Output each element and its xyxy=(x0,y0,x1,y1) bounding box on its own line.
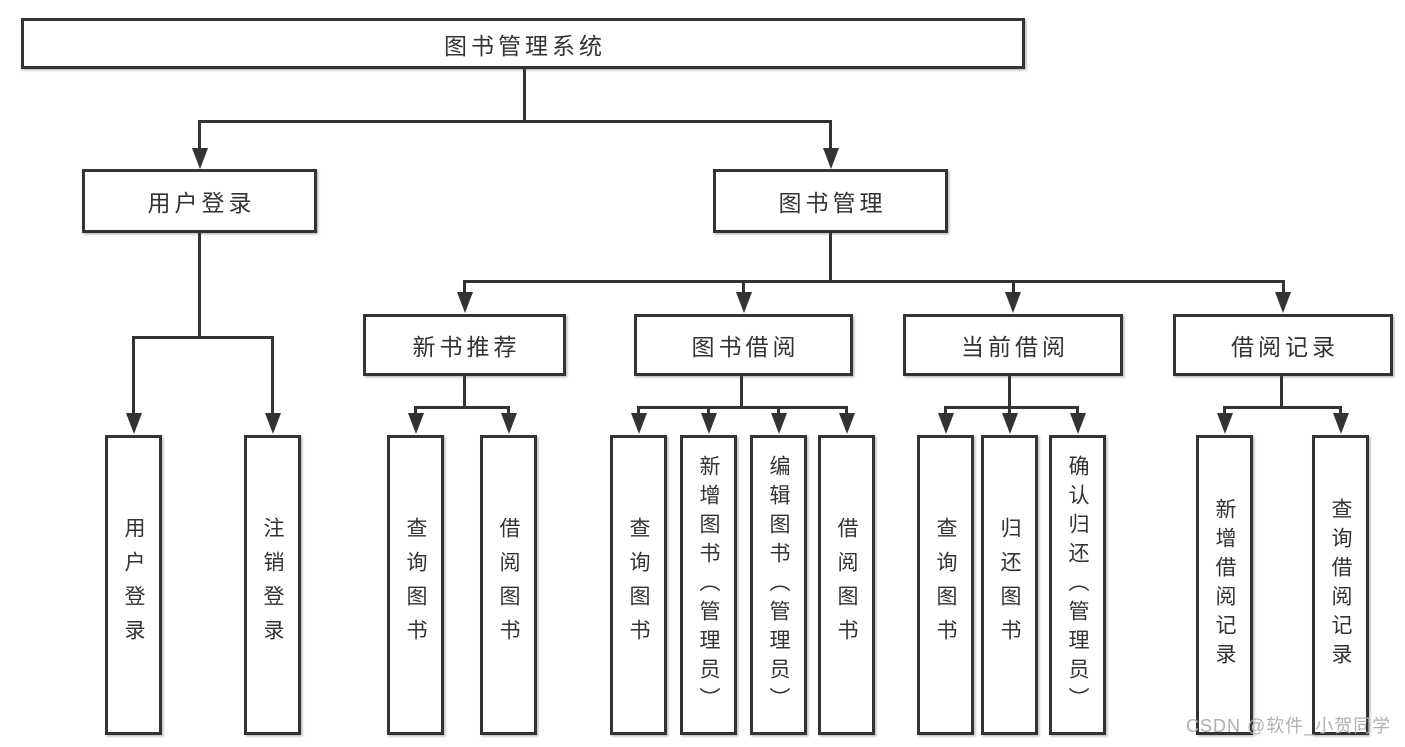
leaf-rec-query-label: 查询图书 xyxy=(404,517,427,653)
arrow-down-icon xyxy=(1332,413,1349,434)
leaf-borrow-edit: 编辑图书（管理员） xyxy=(750,435,807,735)
connector-drop-borrow-borrow xyxy=(845,406,848,414)
leaf-current-query-label: 查询图书 xyxy=(934,517,957,653)
leaf-borrow-add: 新增图书（管理员） xyxy=(680,435,737,735)
leaf-current-return-label: 归还图书 xyxy=(998,517,1021,653)
csdn-watermark: CSDN @软件_小贺同学 xyxy=(1186,716,1392,736)
node-root-label: 图书管理系统 xyxy=(444,32,606,59)
leaf-borrow-borrow-label: 借阅图书 xyxy=(835,517,858,653)
node-user-login: 用户登录 xyxy=(82,169,317,233)
connector-drop-borrow-query xyxy=(637,406,640,414)
arrow-down-icon xyxy=(838,413,855,434)
connector-userlogin-bar xyxy=(132,336,274,339)
connector-drop-bookborrow xyxy=(742,280,745,293)
arrow-down-icon xyxy=(630,413,647,434)
connector-drop-records-add xyxy=(1223,406,1226,414)
arrow-down-icon xyxy=(735,292,752,313)
leaf-logout-label: 注销登录 xyxy=(261,517,284,653)
connector-drop-records-query xyxy=(1339,406,1342,414)
connector-newbookrec-feed xyxy=(463,376,466,407)
node-new-book-rec-label: 新书推荐 xyxy=(412,334,521,360)
arrow-down-icon xyxy=(1001,413,1018,434)
connector-drop-borrow-add xyxy=(707,406,710,414)
connector-root-bar xyxy=(198,120,831,123)
connector-borrowrecords-feed xyxy=(1279,376,1283,407)
leaf-rec-borrow: 借阅图书 xyxy=(480,435,537,735)
node-root: 图书管理系统 xyxy=(21,18,1025,69)
connector-bookborrow-bar xyxy=(637,406,848,409)
connector-newbookrec-bar xyxy=(414,406,510,409)
arrow-down-icon xyxy=(700,413,717,434)
arrow-down-icon xyxy=(456,292,473,313)
leaf-rec-borrow-label: 借阅图书 xyxy=(497,517,520,653)
node-book-mgmt-label: 图书管理 xyxy=(778,190,887,216)
arrow-down-icon xyxy=(937,413,954,434)
arrow-down-icon xyxy=(125,413,142,434)
arrow-down-icon xyxy=(1005,292,1021,313)
connector-currentborrow-bar xyxy=(944,406,1079,409)
leaf-current-query: 查询图书 xyxy=(917,435,974,735)
connector-drop-borrow-edit xyxy=(777,406,780,414)
leaf-current-return: 归还图书 xyxy=(981,435,1038,735)
connector-drop-user-login xyxy=(198,120,201,150)
connector-drop-logout xyxy=(271,336,274,413)
leaf-login-label: 用户登录 xyxy=(122,517,145,653)
arrow-down-icon xyxy=(770,413,787,434)
arrow-down-icon xyxy=(1216,413,1233,434)
node-current-borrow: 当前借阅 xyxy=(903,314,1123,376)
connector-userlogin-feed xyxy=(198,233,201,336)
connector-currentborrow-feed xyxy=(1008,376,1011,407)
connector-drop-current-return xyxy=(1008,406,1011,414)
node-new-book-rec: 新书推荐 xyxy=(363,314,566,376)
arrow-down-icon xyxy=(264,413,281,434)
leaf-current-confirm-label: 确认归还（管理员） xyxy=(1066,454,1089,716)
arrow-down-icon xyxy=(822,148,839,169)
node-user-login-label: 用户登录 xyxy=(147,190,256,216)
leaf-records-add: 新增借阅记录 xyxy=(1196,435,1253,735)
connector-drop-login xyxy=(132,336,135,413)
arrow-down-icon xyxy=(500,413,517,434)
connector-drop-borrowrecords xyxy=(1281,280,1285,293)
connector-drop-current-confirm xyxy=(1076,406,1079,414)
connector-drop-current-query xyxy=(944,406,947,414)
leaf-login: 用户登录 xyxy=(105,435,162,735)
connector-drop-rec-borrow xyxy=(507,406,510,414)
connector-bookmgmt-bar xyxy=(463,280,1283,283)
leaf-borrow-add-label: 新增图书（管理员） xyxy=(697,454,720,716)
node-borrow-records: 借阅记录 xyxy=(1173,314,1393,376)
arrow-down-icon xyxy=(1275,292,1291,313)
connector-bookmgmt-feed xyxy=(829,233,832,281)
leaf-borrow-edit-label: 编辑图书（管理员） xyxy=(767,454,790,716)
leaf-borrow-borrow: 借阅图书 xyxy=(818,435,875,735)
arrow-down-icon xyxy=(407,413,424,434)
leaf-records-add-label: 新增借阅记录 xyxy=(1213,498,1236,672)
node-book-borrow: 图书借阅 xyxy=(634,314,853,376)
node-book-mgmt: 图书管理 xyxy=(713,169,948,233)
node-current-borrow-label: 当前借阅 xyxy=(961,334,1069,360)
connector-drop-rec-query xyxy=(414,406,417,414)
arrow-down-icon xyxy=(191,148,208,169)
connector-borrowrecords-bar xyxy=(1223,406,1342,409)
leaf-rec-query: 查询图书 xyxy=(387,435,444,735)
leaf-borrow-query-label: 查询图书 xyxy=(627,517,650,653)
leaf-borrow-query: 查询图书 xyxy=(610,435,667,735)
node-book-borrow-label: 图书借阅 xyxy=(691,334,800,360)
connector-bookborrow-feed xyxy=(740,376,743,407)
connector-drop-book-mgmt xyxy=(829,120,832,150)
arrow-down-icon xyxy=(1069,413,1086,434)
leaf-records-query-label: 查询借阅记录 xyxy=(1329,498,1352,672)
connector-drop-currentborrow xyxy=(1011,280,1015,293)
connector-drop-newbookrec xyxy=(463,280,466,293)
leaf-records-query: 查询借阅记录 xyxy=(1312,435,1369,735)
connector-root-feed xyxy=(522,69,526,121)
leaf-current-confirm: 确认归还（管理员） xyxy=(1049,435,1106,735)
node-borrow-records-label: 借阅记录 xyxy=(1231,334,1339,360)
leaf-logout: 注销登录 xyxy=(244,435,301,735)
